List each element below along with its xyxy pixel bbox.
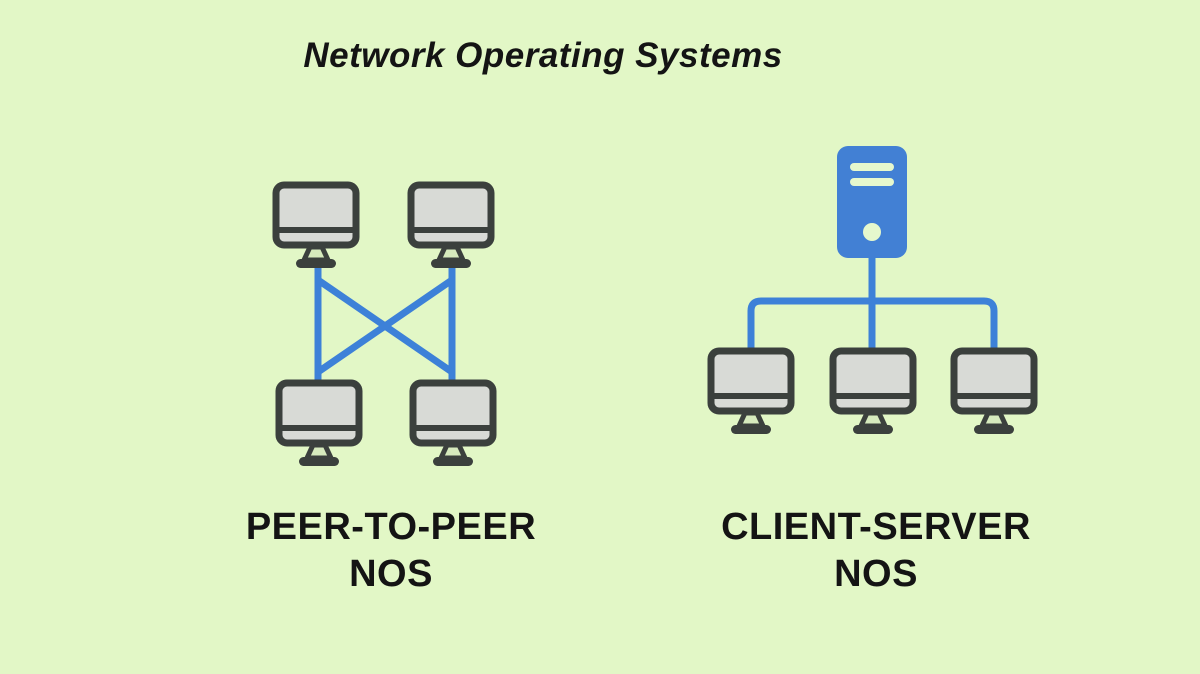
peer-to-peer-label-line1: PEER-TO-PEER [245,506,537,548]
star-connections-lines [747,252,998,352]
page-title: Network Operating Systems [303,36,783,75]
client-server-label-line2: NOS [834,553,918,595]
peer-to-peer-label-line2: NOS [349,553,433,595]
client-server-label: CLIENT-SERVER NOS [676,504,1076,598]
server-icon [837,146,907,258]
client-server-label-line1: CLIENT-SERVER [721,506,1031,548]
computer-icon [950,347,1038,435]
computer-icon [409,379,497,467]
peer-to-peer-label: PEER-TO-PEER NOS [191,504,591,598]
computer-icon [407,181,495,269]
computer-icon [829,347,917,435]
computer-icon [707,347,795,435]
mesh-connections-lines [314,259,456,387]
computer-icon [272,181,360,269]
computer-icon [275,379,363,467]
